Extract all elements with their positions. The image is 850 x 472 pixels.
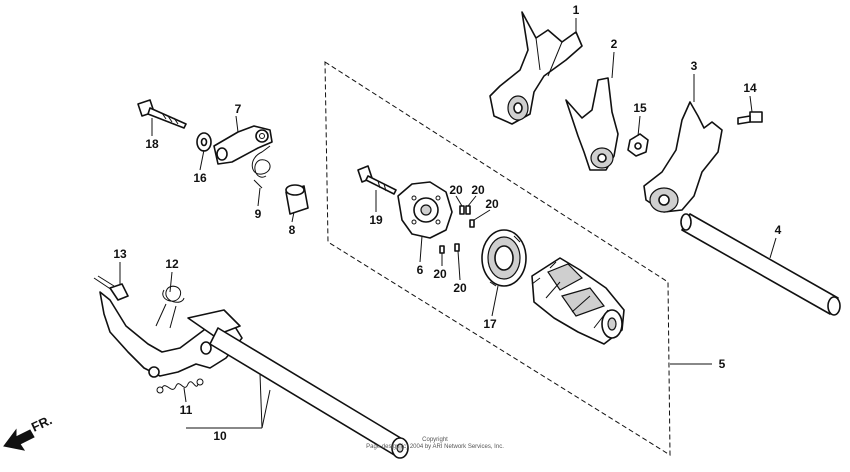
- fork-shaft[interactable]: [680, 213, 841, 316]
- callout-18: 18: [145, 137, 159, 151]
- callout-13: 13: [113, 247, 127, 261]
- callout-5: 5: [719, 357, 726, 371]
- stopper-arm-7[interactable]: [213, 125, 273, 165]
- gearshift-spindle[interactable]: [99, 291, 409, 459]
- bolt-13[interactable]: [93, 275, 129, 301]
- callout-17: 17: [483, 317, 497, 331]
- callout-12: 12: [165, 257, 179, 271]
- bearing-17[interactable]: [481, 229, 527, 287]
- front-direction-arrow: [3, 428, 35, 451]
- callout-19: 19: [369, 213, 383, 227]
- direction-label: FR.: [29, 412, 54, 434]
- callout-20a: 20: [449, 183, 463, 197]
- leader-lines: [119, 18, 777, 429]
- callout-20d: 20: [433, 267, 447, 281]
- copyright-line-2: Page design (c) 2004 by ARI Network Serv…: [366, 444, 504, 450]
- callout-10: 10: [213, 429, 227, 443]
- copyright-line-1: Copyright: [422, 437, 448, 443]
- shift-fork-3[interactable]: [643, 101, 723, 213]
- collar-8[interactable]: [285, 184, 309, 215]
- callout-15: 15: [633, 101, 647, 115]
- callout-11: 11: [180, 403, 193, 417]
- copyright-notice: Copyright Page design (c) 2004 by ARI Ne…: [300, 437, 570, 451]
- callout-20c: 20: [485, 197, 499, 211]
- subassembly-outline: [324, 61, 671, 456]
- stopper-plate-15[interactable]: [627, 133, 649, 157]
- callout-8: 8: [289, 223, 296, 237]
- callout-9: 9: [255, 207, 262, 221]
- callout-labels: 1 2 3 4 5 6 7 8 9 10 11 12 13 14 15 16 1…: [113, 3, 781, 443]
- washer-16[interactable]: [196, 132, 212, 152]
- shift-fork-2[interactable]: [565, 77, 619, 171]
- spring-9[interactable]: [251, 145, 271, 189]
- bolt-19[interactable]: [357, 165, 397, 195]
- shift-fork-1[interactable]: [489, 11, 583, 125]
- callout-16: 16: [193, 171, 207, 185]
- bolt-14[interactable]: [737, 111, 763, 125]
- spring-12[interactable]: [155, 285, 185, 329]
- callout-6: 6: [417, 263, 424, 277]
- drum-segment-6[interactable]: [397, 181, 453, 239]
- callout-14: 14: [743, 81, 757, 95]
- callout-3: 3: [691, 59, 698, 73]
- callout-4: 4: [775, 223, 782, 237]
- callout-1: 1: [573, 3, 580, 17]
- callout-2: 2: [611, 37, 618, 51]
- callout-7: 7: [235, 102, 242, 116]
- shift-drum[interactable]: [531, 257, 625, 345]
- return-spring-11[interactable]: [156, 378, 204, 394]
- callout-20b: 20: [471, 183, 485, 197]
- bolt-18[interactable]: [137, 99, 187, 129]
- callout-20e: 20: [453, 281, 467, 295]
